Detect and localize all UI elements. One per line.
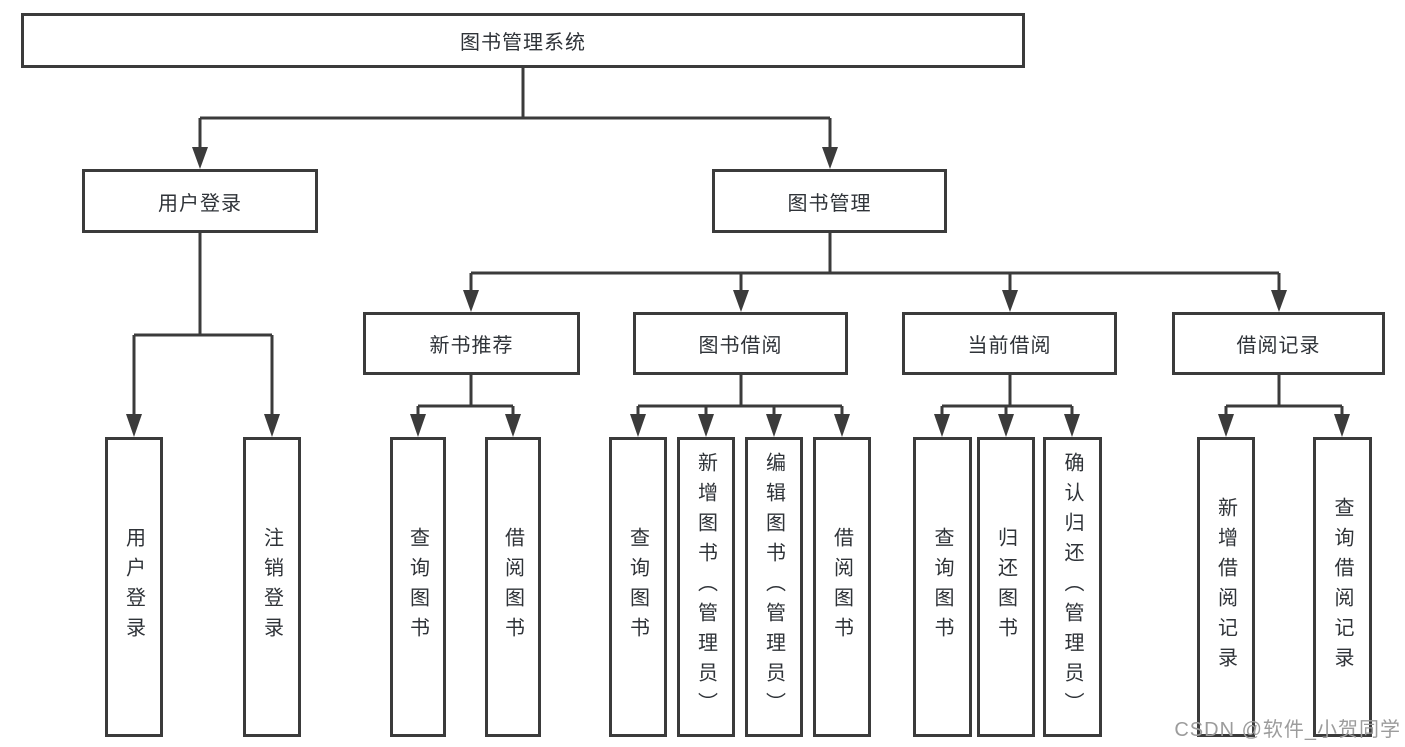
leaf-records-add-borrow-record-label: 新增借阅记录 — [1214, 497, 1237, 677]
leaf-current-confirm-return-admin-label: 确认归还（管理员） — [1061, 452, 1083, 722]
node-library-management-system-label: 图书管理系统 — [460, 32, 586, 54]
leaf-current-return-books-label: 归还图书 — [994, 527, 1017, 647]
leaf-newbooks-borrow-books-label: 借阅图书 — [501, 527, 524, 647]
leaf-borrowing-edit-books-admin: 编辑图书（管理员） — [745, 437, 803, 737]
node-user-login: 用户登录 — [82, 169, 318, 233]
node-library-management-system: 图书管理系统 — [21, 13, 1025, 68]
leaf-borrowing-query-books-label: 查询图书 — [626, 527, 649, 647]
leaf-borrowing-borrow-books: 借阅图书 — [813, 437, 871, 737]
node-book-management-label: 图书管理 — [787, 192, 872, 215]
leaf-current-query-books-label: 查询图书 — [931, 527, 953, 647]
leaf-borrowing-add-books-admin: 新增图书（管理员） — [677, 437, 735, 737]
node-new-book-recommendation: 新书推荐 — [363, 312, 580, 375]
leaf-newbooks-query-books-label: 查询图书 — [406, 527, 429, 647]
leaf-user-login-label: 用户登录 — [122, 527, 145, 647]
leaf-current-confirm-return-admin: 确认归还（管理员） — [1043, 437, 1102, 737]
node-current-borrowing: 当前借阅 — [902, 312, 1117, 375]
leaf-newbooks-query-books: 查询图书 — [390, 437, 446, 737]
leaf-records-add-borrow-record: 新增借阅记录 — [1197, 437, 1255, 737]
leaf-borrowing-add-books-admin-label: 新增图书（管理员） — [694, 452, 717, 722]
leaf-records-query-borrow-record: 查询借阅记录 — [1313, 437, 1372, 737]
leaf-borrowing-edit-books-admin-label: 编辑图书（管理员） — [762, 452, 785, 722]
leaf-logout-login-label: 注销登录 — [260, 527, 283, 647]
node-user-login-label: 用户登录 — [158, 192, 242, 215]
leaf-logout-login: 注销登录 — [243, 437, 301, 737]
node-book-borrowing-label: 图书借阅 — [698, 335, 783, 357]
leaf-borrowing-borrow-books-label: 借阅图书 — [830, 527, 853, 647]
node-borrowing-records-label: 借阅记录 — [1236, 335, 1321, 357]
leaf-records-query-borrow-record-label: 查询借阅记录 — [1331, 497, 1353, 677]
leaf-current-return-books: 归还图书 — [977, 437, 1035, 737]
node-book-borrowing: 图书借阅 — [633, 312, 848, 375]
node-borrowing-records: 借阅记录 — [1172, 312, 1385, 375]
node-new-book-recommendation-label: 新书推荐 — [429, 335, 514, 357]
leaf-borrowing-query-books: 查询图书 — [609, 437, 667, 737]
leaf-current-query-books: 查询图书 — [913, 437, 972, 737]
csdn-watermark: CSDN @软件_小贺同学 — [1174, 719, 1401, 741]
node-book-management: 图书管理 — [712, 169, 947, 233]
node-current-borrowing-label: 当前借阅 — [967, 335, 1052, 357]
leaf-newbooks-borrow-books: 借阅图书 — [485, 437, 541, 737]
leaf-user-login: 用户登录 — [105, 437, 163, 737]
